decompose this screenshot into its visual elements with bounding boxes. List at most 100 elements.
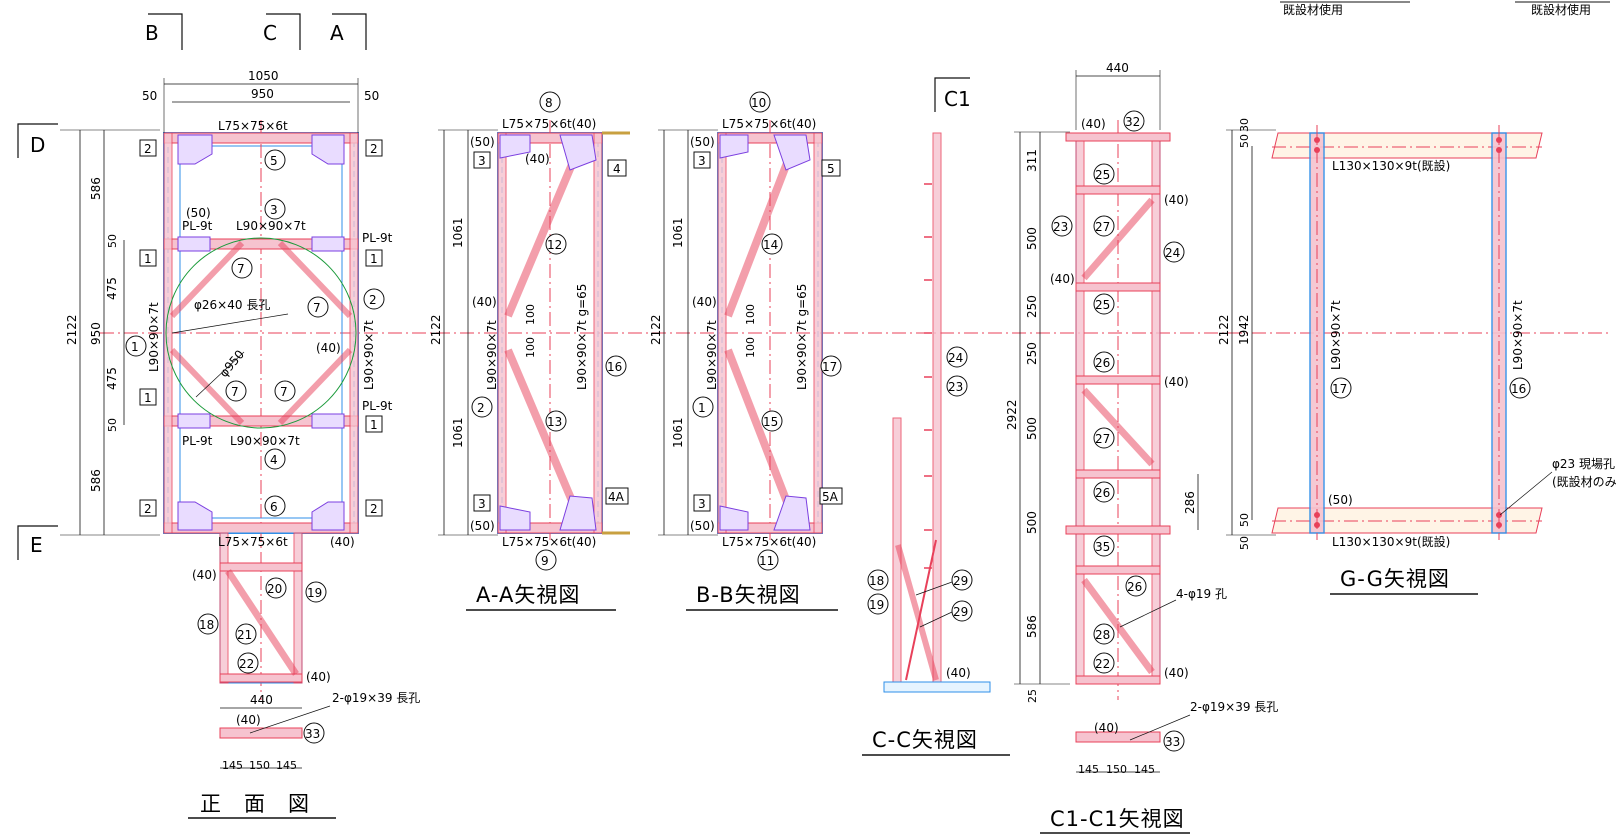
front-dim-50-bot: 50	[106, 418, 119, 432]
front-view-title: 正 面 図	[200, 792, 310, 816]
aa-circle-2: 2	[477, 401, 485, 415]
cc-circle-29b: 29	[953, 605, 968, 619]
aa-dim-100-top: 100	[524, 304, 537, 325]
gg-circle-16: 16	[1511, 382, 1526, 396]
marker-e: E	[30, 533, 43, 557]
bb-circle-17: 17	[822, 360, 837, 374]
bb-view-title: B-B矢視図	[696, 583, 801, 607]
c1-circle-26a: 26	[1095, 356, 1110, 370]
c1-hole-4: 4-φ19 孔	[1176, 587, 1227, 601]
front-dim-50-left: 50	[142, 89, 157, 103]
front-paren-40-plate: (40)	[236, 713, 261, 727]
c1-paren-40-a: (40)	[1164, 193, 1189, 207]
section-markers: B C A D E C1 既設材使用 既設材使用	[17, 1, 1610, 560]
c1-circle-23: 23	[1053, 220, 1068, 234]
bb-dim-1061-bot: 1061	[671, 417, 685, 448]
front-pl-bot-left: PL-9t	[182, 434, 213, 448]
c1-circle-26b: 26	[1095, 486, 1110, 500]
aa-dim-1061-bot: 1061	[451, 417, 465, 448]
aa-square-4: 4	[613, 162, 621, 176]
c1-circle-28: 28	[1095, 628, 1110, 642]
bb-square-5a: 5A	[822, 490, 839, 504]
front-dim-586-top: 586	[89, 177, 103, 200]
front-square-2-bl: 2	[144, 502, 152, 516]
front-circle-33: 33	[305, 727, 320, 741]
front-paren-40-lower-left: (40)	[192, 568, 217, 582]
c1-circle-33: 33	[1165, 735, 1180, 749]
front-square-2-tl: 2	[144, 142, 152, 156]
front-square-1-bl: 1	[144, 391, 152, 405]
front-circle-18: 18	[199, 618, 214, 632]
front-pl-top-left: PL-9t	[182, 219, 213, 233]
c1-dim-150: 150	[1106, 763, 1127, 776]
aa-left-member: L90×90×7t	[485, 320, 499, 390]
marker-d: D	[30, 133, 45, 157]
front-dim-150: 150	[249, 759, 270, 772]
top-note-2: 既設材使用	[1531, 2, 1591, 17]
gg-right-member: L90×90×7t	[1511, 300, 1525, 370]
front-circle-4: 4	[270, 453, 278, 467]
bb-paren-50-bot: (50)	[690, 519, 715, 533]
cc-circle-29a: 29	[953, 574, 968, 588]
front-circle-7a: 7	[237, 262, 245, 276]
c1-dim-250-a: 250	[1025, 295, 1039, 318]
c1-circle-24: 24	[1165, 246, 1180, 260]
aa-dim-2122: 2122	[429, 314, 443, 345]
c1-circle-26c: 26	[1127, 580, 1142, 594]
front-dim-2122: 2122	[65, 314, 79, 345]
c1-circle-22: 22	[1095, 657, 1110, 671]
cc-circle-18: 18	[869, 574, 884, 588]
front-mid-member-top: L90×90×7t	[236, 219, 306, 233]
c1-view: 440 2922 311 500 250 250 500 500 586 25 …	[1005, 61, 1278, 834]
cc-view: 24 23 18 19 29 29 (40) C-C矢視図	[862, 132, 1010, 756]
bb-dim-100-bot: 100	[744, 337, 757, 358]
bb-top-member: L75×75×6t(40)	[722, 117, 816, 131]
front-circle-5: 5	[270, 154, 278, 168]
front-dim-950: 950	[251, 87, 274, 101]
gg-dim-50-mid: 50	[1238, 513, 1251, 527]
front-view: 1050 950 50 50 2122 586 50 475 950 475 5…	[60, 69, 420, 819]
front-circle-3: 3	[270, 203, 278, 217]
front-square-2-tr: 2	[370, 142, 378, 156]
bb-left-member: L90×90×7t	[705, 320, 719, 390]
front-dim-50-right: 50	[364, 89, 379, 103]
front-left-member: L90×90×7t	[147, 302, 161, 372]
gg-view: 30 50 2122 1942 50 50 L130×130×9t(既設) L1…	[1217, 118, 1617, 595]
gg-dim-2122: 2122	[1217, 314, 1231, 345]
c1-dim-145-left: 145	[1078, 763, 1099, 776]
aa-circle-13: 13	[547, 415, 562, 429]
front-paren-40-lower-right: (40)	[306, 670, 331, 684]
c1-circle-35: 35	[1095, 540, 1110, 554]
front-dim-475-bot: 475	[105, 367, 119, 390]
c1-dim-586: 586	[1025, 615, 1039, 638]
front-dim-440: 440	[250, 693, 273, 707]
bb-view: 2122 1061 1061 100 100 L75×75×6t(40) L75…	[649, 91, 843, 611]
aa-view: 2122 1061 1061 100 100 L75×75×6t(40) L75…	[429, 91, 630, 611]
front-dim-475-top: 475	[105, 277, 119, 300]
front-bot-member: L75×75×6t	[218, 535, 288, 549]
gg-view-title: G-G矢視図	[1340, 567, 1450, 591]
front-dim-950-vert: 950	[89, 322, 103, 345]
aa-top-member: L75×75×6t(40)	[502, 117, 596, 131]
aa-square-3-top: 3	[478, 154, 486, 168]
aa-paren-40-top: (40)	[525, 152, 550, 166]
front-square-markers: 2 2 1 1 1 1 2 2	[139, 139, 383, 517]
bb-paren-40-mid: (40)	[692, 295, 717, 309]
c1-dim-500-a: 500	[1025, 227, 1039, 250]
c1-dim-311: 311	[1025, 149, 1039, 172]
front-circle-7c: 7	[231, 385, 239, 399]
c1-paren-40-top: (40)	[1081, 117, 1106, 131]
front-circle-2: 2	[369, 293, 377, 307]
c1-dim-25: 25	[1026, 689, 1039, 703]
front-right-member: L90×90×7t	[362, 320, 376, 390]
cc-circle-24: 24	[948, 351, 963, 365]
front-square-1-ml: 1	[144, 252, 152, 266]
aa-square-4a: 4A	[608, 490, 625, 504]
cc-circle-23: 23	[948, 380, 963, 394]
c1-paren-40-e: (40)	[1094, 721, 1119, 735]
bb-square-3-top: 3	[698, 154, 706, 168]
gg-dim-50-bot: 50	[1238, 536, 1251, 550]
c1-dim-500-c: 500	[1025, 511, 1039, 534]
front-circle-7d: 7	[280, 385, 288, 399]
